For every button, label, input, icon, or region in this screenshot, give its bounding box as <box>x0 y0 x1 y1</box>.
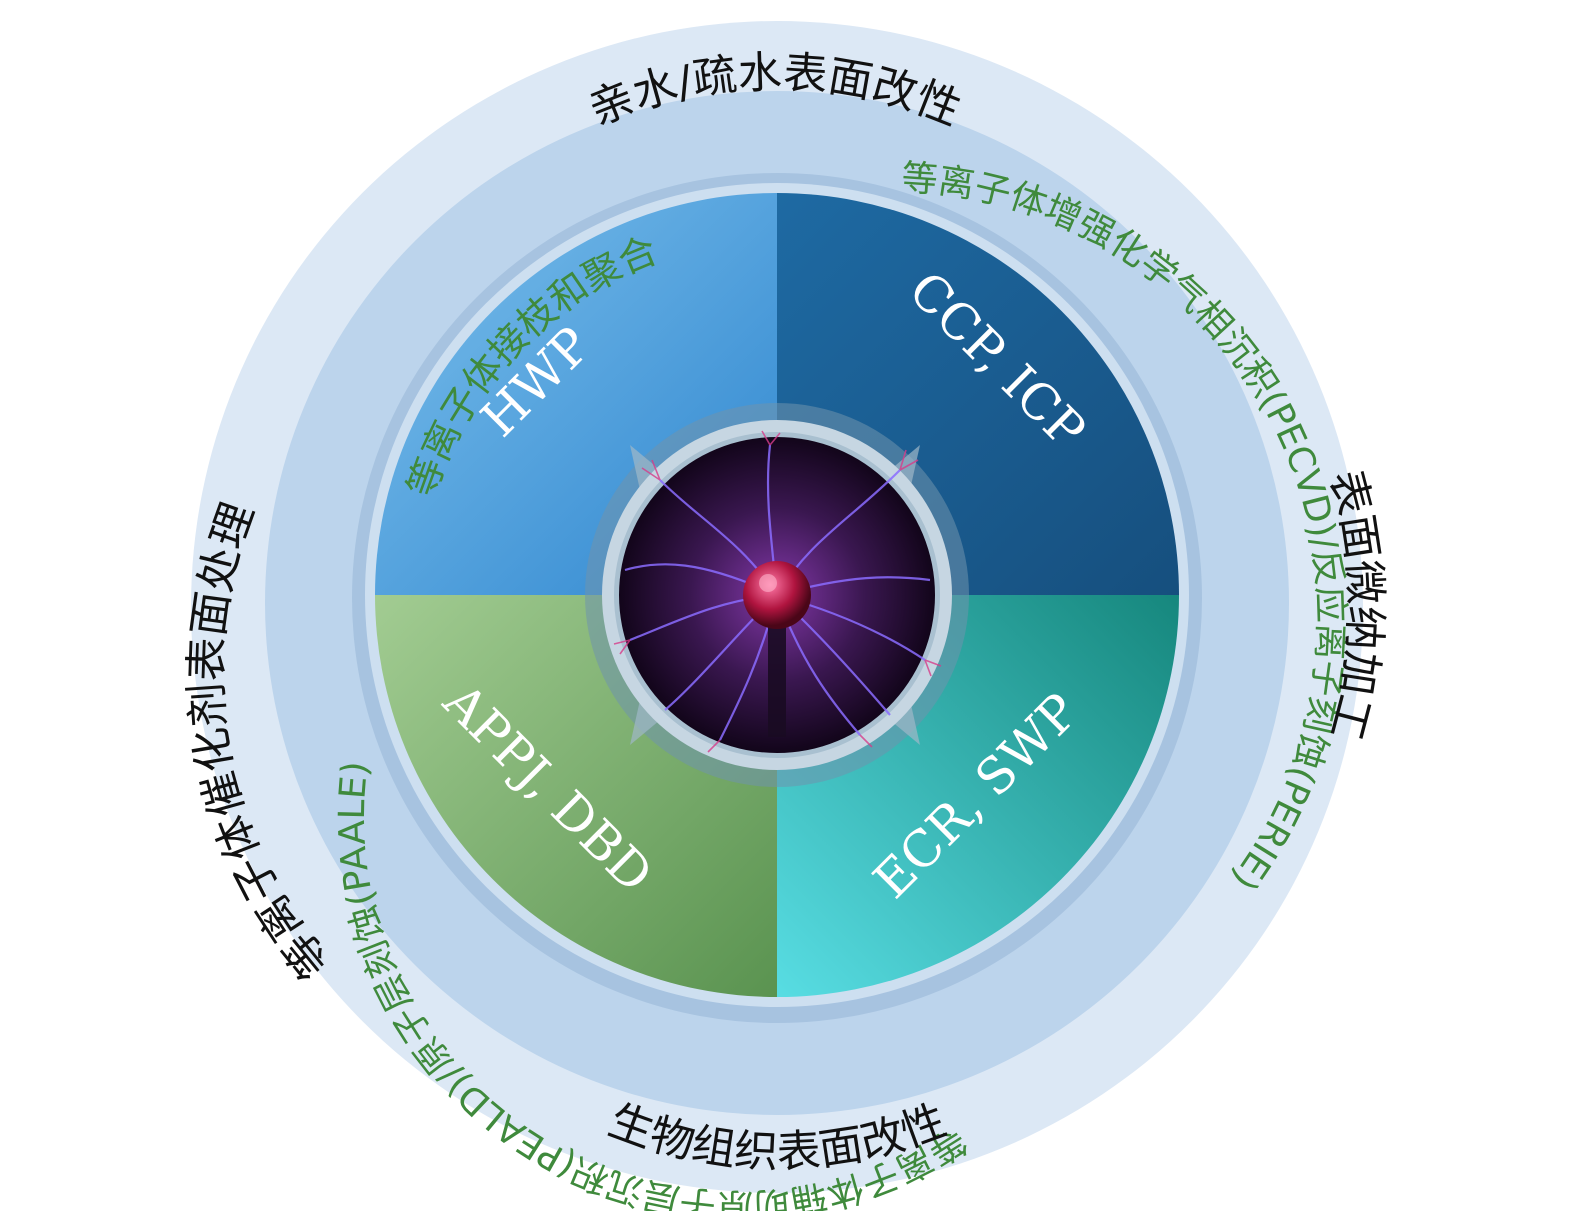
plasma-ball-icon <box>613 430 942 753</box>
